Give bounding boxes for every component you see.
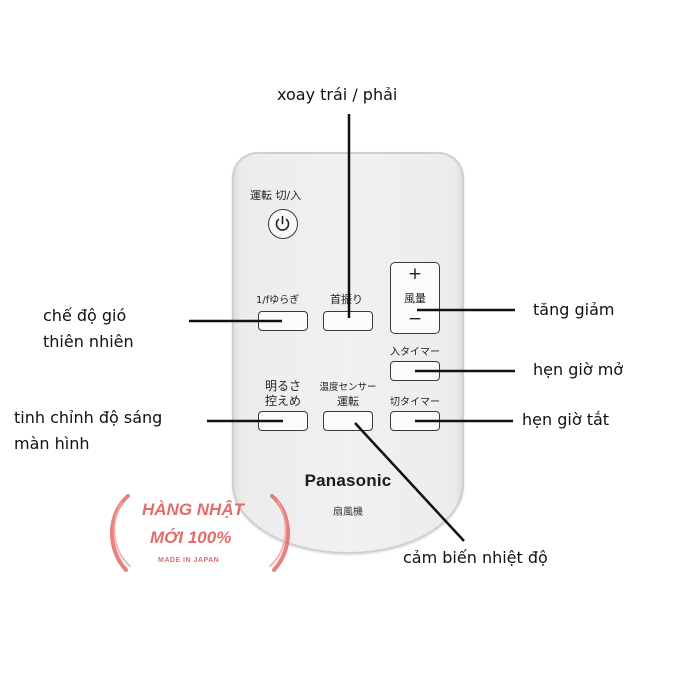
sensor-label-2: 運転 (337, 395, 359, 408)
watermark-line-3: MADE IN JAPAN (158, 557, 220, 564)
annotation-fan-speed: tăng giảm (533, 300, 615, 319)
watermark-swoosh (110, 494, 290, 572)
natural-wind-label: 1/fゆらぎ (256, 295, 300, 306)
minus-icon: − (407, 309, 423, 329)
fan-speed-label: 風量 (404, 292, 426, 305)
annotation-sensor: cảm biến nhiệt độ (403, 548, 548, 567)
watermark-line-2: MỚI 100% (150, 528, 232, 547)
watermark-line-1: HÀNG NHẬT (142, 500, 244, 519)
plus-icon: + (407, 264, 423, 284)
leader-line-sensor (354, 422, 465, 542)
power-icon (275, 215, 290, 231)
power-label: 運転 切/入 (250, 189, 302, 202)
brand-logo: Panasonic (304, 471, 392, 490)
power-button[interactable] (268, 209, 298, 239)
swing-label: 首振り (330, 293, 363, 306)
brightness-label-1: 明るさ (264, 379, 301, 393)
sensor-label-1: 温度センサー (319, 382, 377, 393)
annotation-on-timer: hẹn giờ mở (533, 360, 624, 379)
annotation-brightness-1: tinh chỉnh độ sáng (14, 408, 163, 427)
temperature-sensor-button[interactable] (323, 411, 373, 431)
annotation-natural-wind-1: chế độ gió (43, 306, 127, 325)
annotation-brightness-2: màn hình (14, 434, 90, 453)
annotation-natural-wind-2: thiên nhiên (43, 332, 134, 351)
annotation-off-timer: hẹn giờ tắt (522, 410, 610, 429)
annotation-swing: xoay trái / phải (277, 85, 398, 104)
brightness-label-2: 控えめ (264, 394, 301, 408)
off-timer-label: 切タイマー (390, 397, 440, 408)
product-label: 扇風機 (333, 507, 363, 518)
fan-speed-rocker[interactable]: + 風量 − (390, 262, 440, 334)
on-timer-label: 入タイマー (390, 347, 440, 358)
